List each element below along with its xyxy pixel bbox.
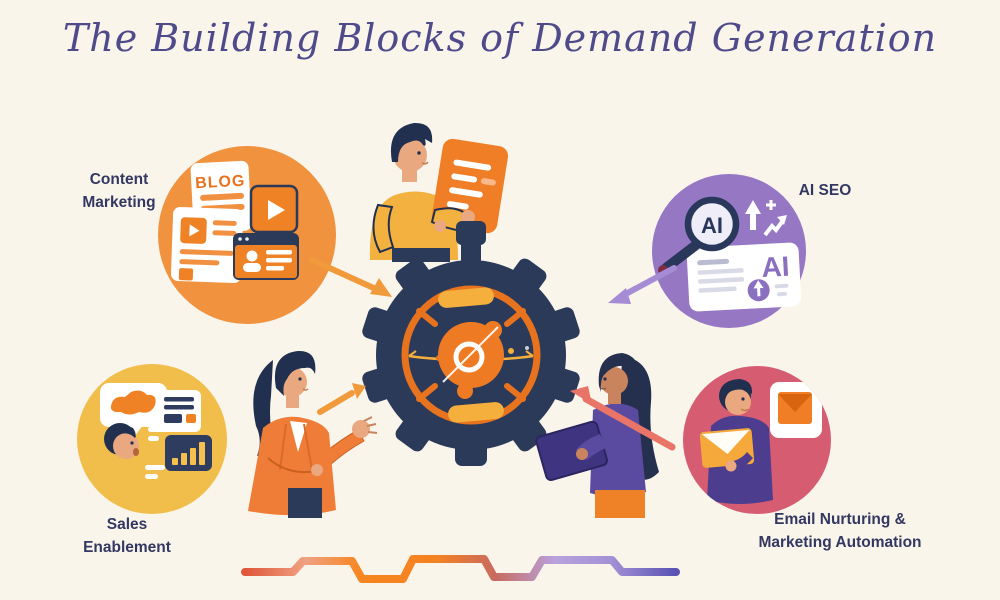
sales-document-icon	[158, 390, 201, 432]
ai-ranking-card-icon: AI	[686, 242, 802, 312]
demand-generation-gear-stopwatch	[362, 221, 580, 466]
page-title: The Building Blocks of Demand Generation	[62, 16, 938, 60]
woman-presenting	[248, 350, 378, 518]
email-nurturing-circle	[683, 366, 831, 514]
email-card-icon	[770, 382, 822, 438]
sales-enablement-label: Sales Enablement	[83, 516, 171, 557]
gear-core-emblem	[438, 321, 504, 399]
arrow-aiseo-to-center	[608, 265, 677, 304]
arrow-sales-to-center	[317, 383, 366, 415]
svg-text:AI: AI	[761, 251, 791, 283]
arrow-content-to-center	[309, 257, 392, 297]
man-holding-content-sheet	[369, 122, 509, 262]
article-video-icon	[170, 207, 244, 283]
trend-arrow-icon	[763, 215, 787, 237]
dialog-lines-icon	[145, 427, 165, 479]
growth-arrow-icon	[745, 200, 776, 230]
video-play-card-icon	[249, 184, 299, 234]
content-marketing-label: Content Marketing	[82, 171, 156, 212]
gear-tick-marks	[416, 308, 526, 402]
ai-seo-circle: AI AI	[652, 174, 806, 328]
content-marketing-circle: BLOG	[158, 146, 336, 324]
svg-text:BLOG: BLOG	[195, 173, 246, 193]
webinar-window-icon	[233, 233, 299, 280]
email-nurturing-label: Email Nurturing & Marketing Automation	[758, 511, 922, 552]
arrow-email-to-center	[570, 386, 676, 451]
sales-enablement-circle	[77, 364, 227, 514]
bar-chart-card-icon	[165, 435, 212, 471]
ai-magnifier-icon: AI	[658, 196, 740, 275]
svg-text:AI: AI	[701, 213, 723, 238]
presenting-hand	[352, 416, 378, 438]
person-holding-envelope-icon	[699, 379, 773, 504]
ai-seo-label: AI SEO	[798, 182, 852, 199]
talking-salesperson-icon	[104, 423, 139, 459]
pulse-line	[241, 555, 680, 583]
